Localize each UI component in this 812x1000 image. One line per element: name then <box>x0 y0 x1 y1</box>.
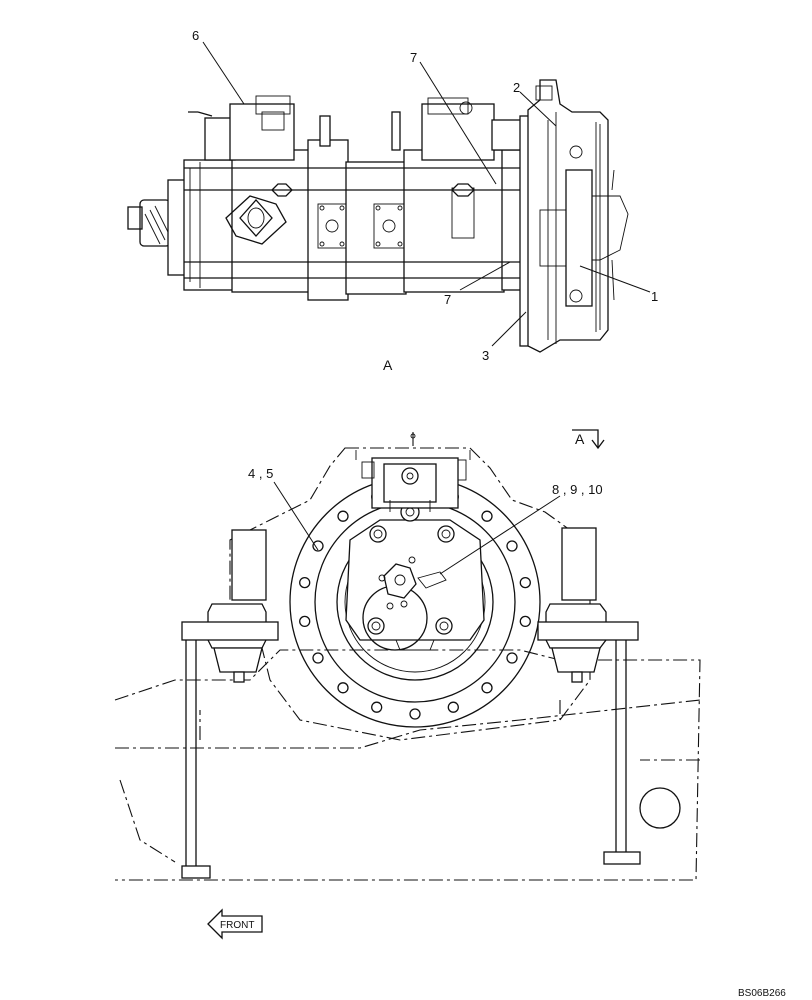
flange-bolt-ring <box>299 484 531 720</box>
flange-bolt <box>506 652 518 664</box>
pump-side-view <box>127 79 629 353</box>
flange-bolt <box>312 540 324 552</box>
flange-bolt <box>447 701 459 713</box>
flange-bolt <box>409 708 421 720</box>
flange-bolt <box>481 682 493 694</box>
section-marker-label: A <box>575 431 585 447</box>
callout-1: 1 <box>651 289 658 304</box>
flange-bolt <box>337 682 349 694</box>
front-direction-arrow: FRONT <box>207 908 263 940</box>
drawing-code: BS06B266 <box>738 988 786 999</box>
section-view-marker: A <box>572 429 605 450</box>
callout-6: 6 <box>192 28 199 43</box>
callout-3: 3 <box>482 348 489 363</box>
callout-7-upper: 7 <box>410 50 417 65</box>
callout-2: 2 <box>513 80 520 95</box>
flange-bolt <box>506 540 518 552</box>
flange-bolt <box>481 510 493 522</box>
flange-bolt <box>519 576 531 589</box>
flange-bolt <box>299 615 311 628</box>
callout-4-5: 4 , 5 <box>248 466 273 481</box>
flange-bolt <box>299 576 311 589</box>
callout-8-9-10: 8 , 9 , 10 <box>552 482 603 497</box>
view-a-label: A <box>383 357 393 373</box>
leader-lines <box>202 41 651 575</box>
flange-bolt <box>519 615 531 628</box>
view-a-pump-details <box>181 433 681 879</box>
front-label: FRONT <box>220 920 254 931</box>
callout-7-lower: 7 <box>444 292 451 307</box>
flange-bolt <box>371 701 383 713</box>
flange-bolt <box>312 652 324 664</box>
flange-bolt <box>337 510 349 522</box>
